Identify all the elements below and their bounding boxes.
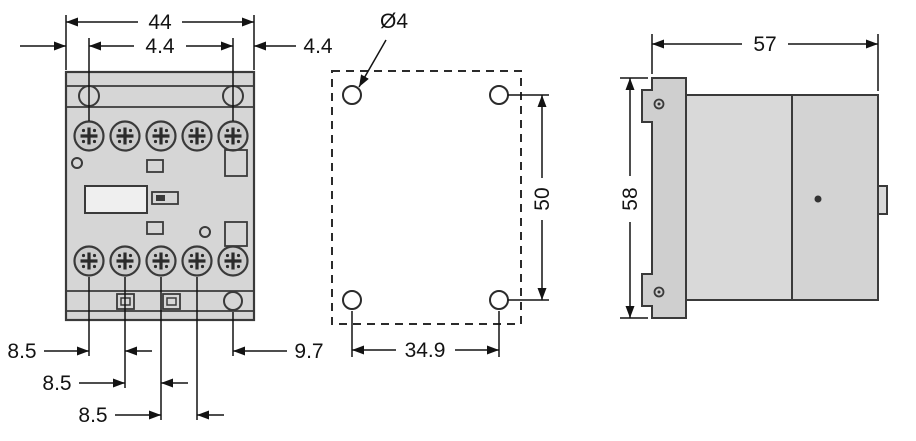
side-view [641,77,888,319]
mount-hole-bottom-right [223,291,243,311]
screw-terminal [180,244,214,278]
bottom-clip [162,293,181,310]
detail-slot [146,159,164,173]
dim-pitch-3: 8.5 [78,404,107,427]
dim-offset-right: 4.4 [303,35,333,58]
mounting-hole-bottom-left [342,290,362,310]
terminal-marker [224,221,248,247]
dim-height: 58 [619,187,642,210]
front-view-dimensions [20,15,296,420]
dim-offset-bottom-right: 9.7 [294,340,323,363]
clip-screw-top-dot [657,102,661,106]
clip-screw-bottom-dot [657,290,661,294]
side-view-dimension-labels: 57 58 [619,33,777,211]
bottom-clip-inner [166,297,177,306]
indicator-hole [199,226,211,238]
mounting-hole-bottom-right [489,290,509,310]
din-rail-back-plate [641,77,687,319]
leader-line [358,39,387,88]
dim-pitch-2: 8.5 [42,372,71,395]
mounting-hole-top-left [342,85,362,105]
side-tab [877,185,888,215]
mounting-view [331,70,522,325]
front-view [64,70,256,322]
detail-slot [146,221,164,235]
screw-terminal [144,244,178,278]
screw-terminal [144,119,178,153]
label-window [84,185,148,214]
side-view-dimensions [620,34,879,319]
side-pin [814,195,822,203]
mounting-hole-top-right [489,85,509,105]
screw-terminal [216,244,250,278]
dim-hole-diameter: Ø4 [380,10,408,33]
screw-terminal [72,244,106,278]
dim-depth: 57 [753,33,776,56]
side-body-front [791,94,879,301]
dim-overall-width: 44 [148,11,172,34]
screw-terminal [180,119,214,153]
mounting-view-dimensions [351,39,549,357]
side-body-rear [685,94,793,301]
dim-offset-left: 4.4 [145,35,175,58]
front-view-dimension-labels: 44 4.4 4.4 8.5 9.7 8.5 8.5 [7,11,333,427]
screw-terminal [108,244,142,278]
mounting-outline [331,70,522,325]
terminal-marker [224,149,248,177]
screw-terminal [72,119,106,153]
screw-terminal [216,119,250,153]
marking-fill [156,195,165,201]
marking-box [151,191,179,205]
dim-hole-spacing-vertical: 50 [531,187,554,210]
mounting-view-dimension-labels: Ø4 50 34.9 [380,10,554,362]
indicator-hole [71,157,83,169]
dim-hole-spacing-horizontal: 34.9 [405,339,446,362]
dim-pitch-1: 8.5 [7,340,36,363]
screw-terminal [108,119,142,153]
